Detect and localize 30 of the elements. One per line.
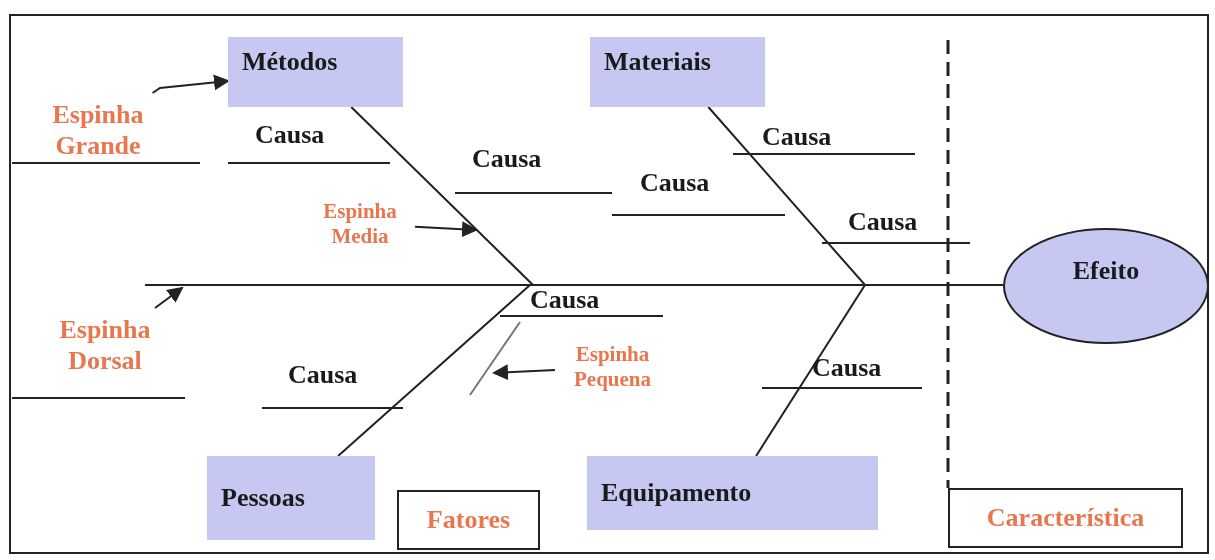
cause-label: Causa — [255, 120, 325, 150]
leader-arrow — [492, 364, 556, 381]
annotation-text: Espinha Grande — [51, 98, 145, 162]
bone-line — [755, 284, 1004, 457]
leader-arrow — [414, 221, 478, 238]
cause-label: Causa — [530, 285, 600, 315]
leader-arrow — [154, 286, 184, 309]
category-label: Métodos — [242, 47, 338, 77]
leader-arrow — [151, 74, 230, 94]
annotation-text: Espinha Media — [322, 198, 398, 250]
category-label: Materiais — [604, 47, 711, 77]
cause-label: Causa — [762, 122, 832, 152]
category-box — [207, 456, 375, 540]
effect-label: Efeito — [1072, 256, 1140, 286]
footer-box — [948, 488, 1183, 548]
category-box — [587, 456, 878, 530]
category-label: Pessoas — [221, 483, 305, 513]
category-box — [228, 37, 403, 107]
annotation-text: Espinha Pequena — [573, 341, 652, 393]
category-box — [590, 37, 765, 107]
annotation-text: Espinha Dorsal — [58, 313, 152, 377]
cause-label: Causa — [288, 360, 358, 390]
cause-label: Causa — [472, 144, 542, 174]
footer-box — [397, 490, 540, 550]
cause-label: Causa — [812, 353, 882, 383]
cause-label: Causa — [848, 207, 918, 237]
category-label: Equipamento — [601, 478, 752, 508]
footer-label: Fatores — [426, 505, 511, 535]
footer-label: Característica — [986, 503, 1145, 533]
cause-label: Causa — [640, 168, 710, 198]
